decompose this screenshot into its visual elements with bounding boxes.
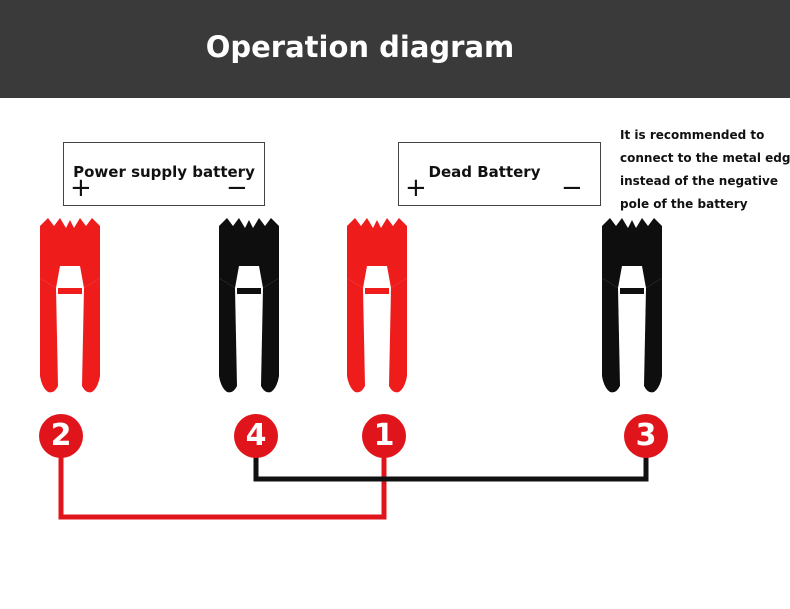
page-title: Operation diagram (205, 30, 515, 64)
red-clamp-icon (40, 218, 100, 393)
black-wire (253, 455, 649, 482)
battery-label: Power supply battery (73, 163, 255, 181)
black-clamp-icon (219, 218, 279, 393)
negative-terminal-sign: − (226, 173, 248, 203)
red-wire (58, 455, 387, 520)
black-clamp-icon (602, 218, 662, 393)
note-line: instead of the negative (620, 174, 778, 188)
step-badge: 2 (39, 414, 83, 458)
note-line: pole of the battery (620, 197, 748, 211)
red-clamp-icon (347, 218, 407, 393)
dead-battery: Dead Battery + − (398, 142, 601, 206)
step-badge: 1 (362, 414, 406, 458)
recommendation-note: It is recommended to connect to the meta… (620, 124, 790, 216)
power-supply-battery: Power supply battery + − (63, 142, 265, 206)
note-line: It is recommended to (620, 128, 765, 142)
header-bar: Operation diagram (0, 0, 790, 98)
step-badge: 3 (624, 414, 668, 458)
battery-label: Dead Battery (428, 163, 541, 181)
positive-terminal-sign: + (70, 173, 92, 203)
step-badge: 4 (234, 414, 278, 458)
note-line: connect to the metal edge (620, 151, 790, 165)
negative-terminal-sign: − (561, 173, 583, 203)
positive-terminal-sign: + (405, 173, 427, 203)
